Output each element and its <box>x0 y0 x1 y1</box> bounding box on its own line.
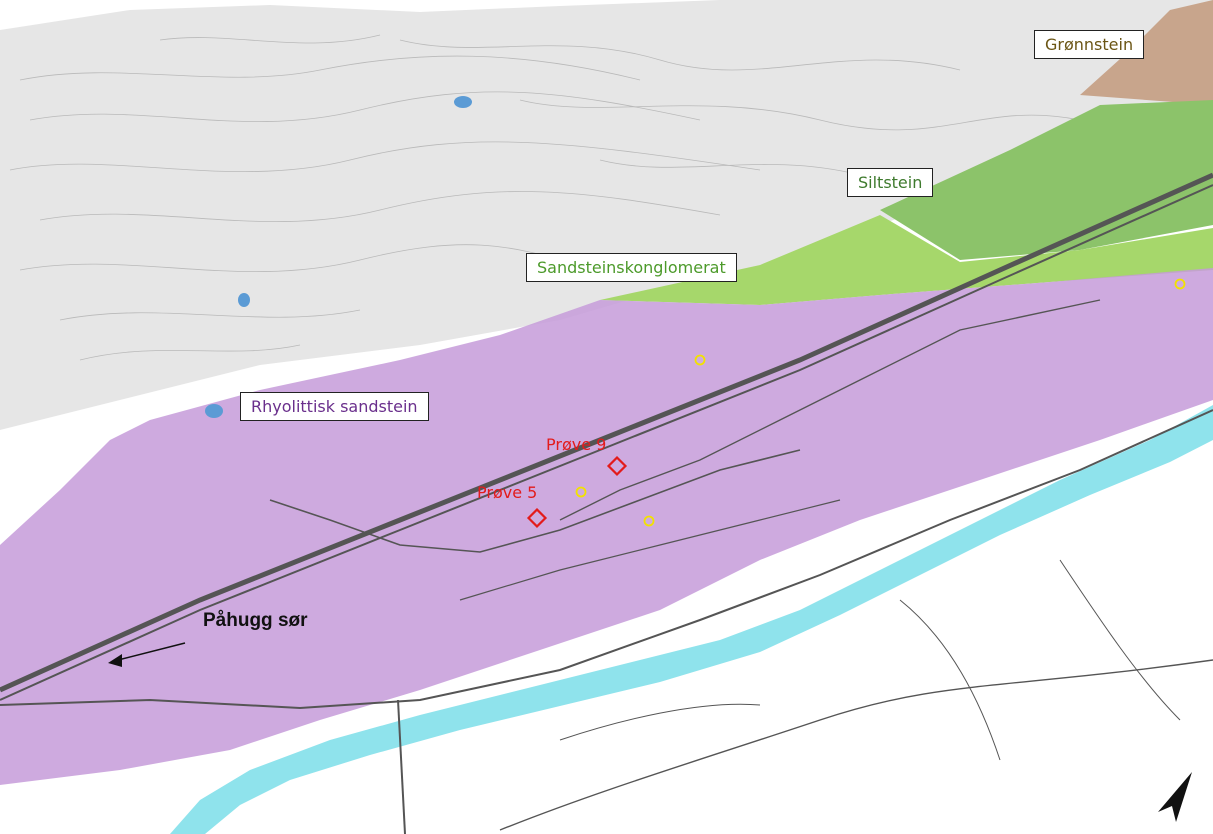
greenstone-zone <box>1080 0 1213 105</box>
rhyolite-sandstone-label: Rhyolittisk sandstein <box>240 392 429 421</box>
road <box>899 599 1001 761</box>
highway <box>0 172 1213 693</box>
yellow-point-marker <box>643 515 655 527</box>
sample-5-marker <box>526 507 548 529</box>
sample-5-label: Prøve 5 <box>477 483 538 502</box>
sandstone-conglomerate-label: Sandsteinskonglomerat <box>526 253 737 282</box>
road <box>269 449 801 553</box>
road <box>0 409 1213 710</box>
yellow-point-marker <box>694 354 706 366</box>
yellow-point-marker <box>1174 278 1186 290</box>
siltstone-zone <box>880 100 1213 260</box>
highway <box>0 184 1213 701</box>
sandstone-conglomerate-zone <box>600 215 1213 305</box>
road <box>1059 559 1181 721</box>
sample-9-marker <box>606 455 628 477</box>
road <box>459 499 841 601</box>
tunnel-entrance-label: Påhugg sør <box>203 610 308 631</box>
lake <box>238 293 250 307</box>
north-arrow-icon <box>1158 772 1192 822</box>
road <box>499 659 1213 831</box>
contour-lines <box>9 34 1081 361</box>
point-markers <box>575 278 1186 527</box>
siltstone-label: Siltstein <box>847 168 934 197</box>
road <box>397 699 406 834</box>
river <box>170 405 1213 834</box>
sample-markers <box>526 455 628 529</box>
greenstone-label: Grønnstein <box>1034 30 1145 59</box>
road-network <box>0 172 1213 834</box>
road <box>559 703 761 741</box>
lake <box>205 404 223 418</box>
tunnel-entrance-arrow <box>108 642 186 667</box>
road <box>559 299 1101 521</box>
yellow-point-marker <box>575 486 587 498</box>
lake <box>454 96 472 108</box>
sample-9-label: Prøve 9 <box>546 435 607 454</box>
terrain-area <box>0 0 1213 430</box>
